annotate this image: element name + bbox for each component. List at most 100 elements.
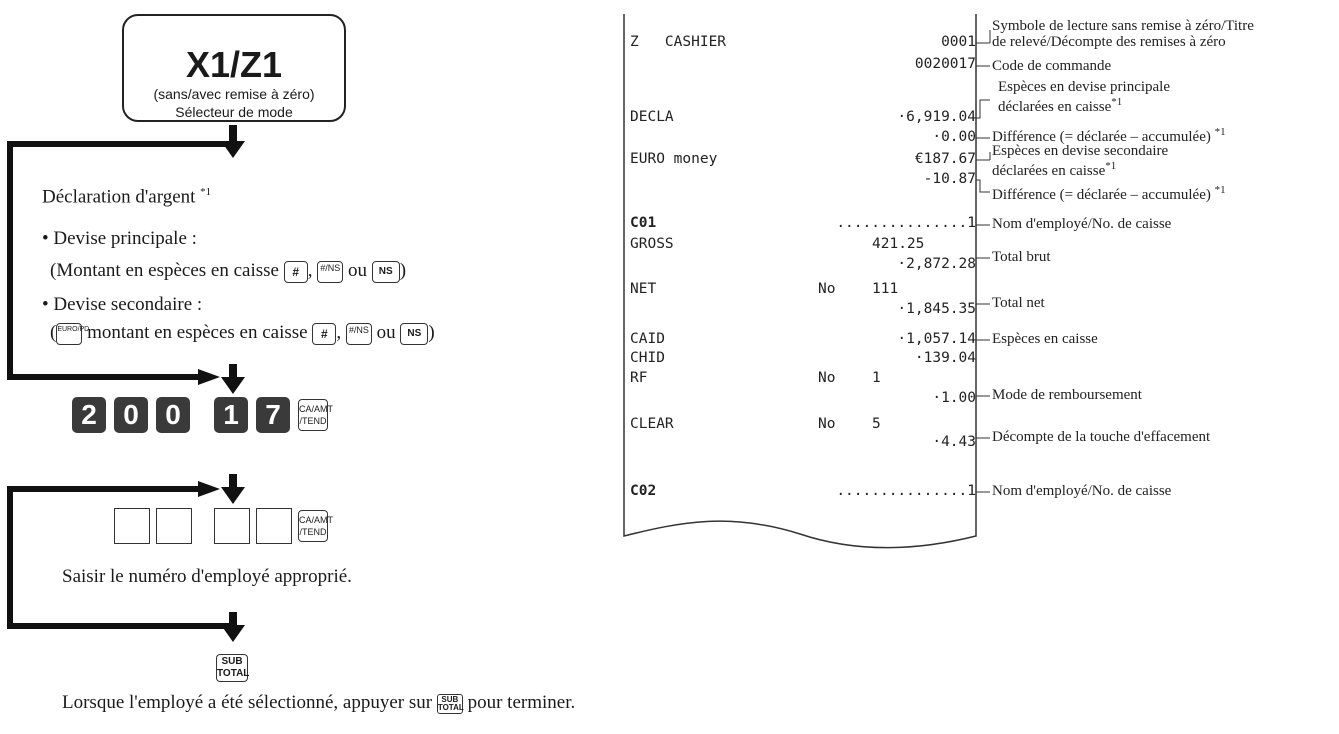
- annotation-reading-symbol-l1: Symbole de lecture sans remise à zéro/Ti…: [992, 18, 1254, 34]
- cash-declaration-text: Déclaration d'argent: [42, 186, 196, 208]
- receipt-paper: [623, 14, 977, 549]
- receipt-gross-count: 421.25: [872, 236, 925, 252]
- ca-amt-tend-key[interactable]: CA/AMT/TEND: [298, 399, 333, 431]
- secondary-detail-close: ): [428, 322, 435, 343]
- subtotal-inline-bottom: TOTAL: [437, 702, 464, 712]
- hash-ns-key-2[interactable]: #/NS: [345, 322, 372, 345]
- annotation-secondary-declared: Espèces en devise secondaire déclarées e…: [992, 144, 1168, 179]
- primary-currency-detail: (Montant en espèces en caisse #, #/NS ou…: [50, 260, 407, 283]
- annotation-secondary-declared-l2: déclarées en caisse: [992, 163, 1106, 179]
- receipt-caid-label: CAID: [630, 331, 665, 347]
- annotation-primary-diff-text: Différence (= déclarée – accumulée): [992, 129, 1211, 145]
- mode-selector-caption-text: Sélecteur de mode: [171, 104, 297, 120]
- hash-key-2[interactable]: #: [312, 322, 337, 345]
- annotation-primary-diff: Différence (= déclarée – accumulée) *1: [992, 126, 1226, 146]
- ca-amt-tend-key-2[interactable]: CA/AMT/TEND: [298, 510, 333, 542]
- finish-text: Lorsque l'employé a été sélectionné, app…: [62, 692, 433, 713]
- footnote-mark-a4: *1: [1214, 126, 1226, 138]
- receipt-net-amount: ·1,845.35: [897, 301, 976, 317]
- receipt-gross-label: GROSS: [630, 236, 674, 252]
- receipt-rf-amount: ·1.00: [932, 390, 976, 406]
- annotation-clear-key-count: Décompte de la touche d'effacement: [992, 429, 1211, 445]
- ns-key-2[interactable]: NS: [400, 322, 429, 345]
- finish-text-end: pour terminer.: [467, 692, 576, 713]
- secondary-detail-or: ou: [376, 322, 396, 343]
- footnote-mark-a5: *1: [1105, 160, 1117, 172]
- digit-key-5[interactable]: 7: [256, 397, 290, 433]
- footnote-mark-a6: *1: [1214, 184, 1226, 196]
- employee-digit-box-1[interactable]: [114, 508, 150, 544]
- receipt-c02-label: C02: [630, 483, 657, 499]
- ca-amt-top: CA/AMT: [299, 404, 334, 414]
- annotation-secondary-diff: Différence (= déclarée – accumulée) *1: [992, 184, 1226, 204]
- ca-amt-bottom-2: /TEND: [299, 527, 327, 537]
- primary-detail-or: ou: [347, 260, 367, 281]
- secondary-detail-text: montant en espèces en caisse: [87, 322, 308, 343]
- receipt-reset-count: 0001: [941, 34, 976, 50]
- receipt-net-no: No: [818, 281, 836, 297]
- employee-digit-box-4[interactable]: [256, 508, 292, 544]
- hash-ns-key[interactable]: #/NS: [317, 260, 344, 283]
- employee-digit-box-3[interactable]: [214, 508, 250, 544]
- euro-pd-top: EURO: [57, 325, 78, 333]
- receipt-clear-label: CLEAR: [630, 416, 674, 432]
- annotation-refund-mode: Mode de remboursement: [992, 387, 1142, 403]
- hash-ns-bottom: NS: [327, 262, 341, 273]
- annotation-gross-total: Total brut: [992, 249, 1051, 265]
- ca-amt-bottom: /TEND: [299, 416, 327, 426]
- cash-declaration-heading: Déclaration d'argent *1: [42, 186, 211, 208]
- receipt-net-count: 111: [872, 281, 899, 297]
- receipt-c01-dots: ...............1: [836, 215, 976, 231]
- receipt-clear-amount: ·4.43: [932, 434, 976, 450]
- digit-key-4[interactable]: 1: [214, 397, 248, 433]
- primary-detail-text: (Montant en espèces en caisse: [50, 260, 279, 281]
- receipt-net-label: NET: [630, 281, 657, 297]
- receipt-clear-no: No: [818, 416, 836, 432]
- secondary-detail-open: (: [50, 322, 57, 343]
- annotation-secondary-declared-l1: Espèces en devise secondaire: [992, 143, 1169, 159]
- primary-detail-close: ): [399, 260, 407, 281]
- receipt-clear-count: 5: [872, 416, 881, 432]
- receipt-gross-amount: ·2,872.28: [897, 256, 976, 272]
- employee-digit-box-2[interactable]: [156, 508, 192, 544]
- footnote-mark: *1: [200, 186, 212, 198]
- annotation-net-total: Total net: [992, 295, 1045, 311]
- ns-key[interactable]: NS: [371, 260, 400, 283]
- receipt-decla-diff: ·0.00: [932, 129, 976, 145]
- annotation-cash-in-drawer: Espèces en caisse: [992, 331, 1098, 347]
- mode-selector-caption: Sélecteur de mode: [122, 104, 346, 120]
- mode-selector-box: [122, 14, 346, 122]
- receipt-decla-value: ·6,919.04: [897, 109, 976, 125]
- annotation-primary-declared-l2: déclarées en caisse: [998, 99, 1112, 115]
- footnote-mark-a3: *1: [1111, 96, 1123, 108]
- receipt-command-code: 0020017: [914, 56, 976, 72]
- receipt-mode-title: Z CASHIER: [630, 34, 727, 50]
- receipt-caid-value: ·1,057.14: [897, 331, 976, 347]
- digit-key-2[interactable]: 0: [114, 397, 148, 433]
- receipt-c01-label: C01: [630, 215, 657, 231]
- receipt-euro-label: EURO money: [630, 151, 718, 167]
- hash-ns-top-2: #: [348, 324, 354, 335]
- secondary-currency-detail: (EURO/PD montant en espèces en caisse #,…: [50, 322, 435, 345]
- annotation-command-code: Code de commande: [992, 58, 1112, 74]
- ca-amt-top-2: CA/AMT: [299, 515, 334, 525]
- digit-key-1[interactable]: 2: [72, 397, 106, 433]
- receipt-decla-label: DECLA: [630, 109, 674, 125]
- receipt-c02-dots: ...............1: [836, 483, 976, 499]
- receipt-euro-value: €187.67: [914, 151, 976, 167]
- euro-pd-key[interactable]: EURO/PD: [56, 322, 89, 345]
- primary-currency-label: • Devise principale :: [42, 228, 197, 249]
- secondary-currency-label: • Devise secondaire :: [42, 294, 203, 315]
- annotation-secondary-diff-text: Différence (= déclarée – accumulée): [992, 187, 1211, 203]
- receipt-rf-label: RF: [630, 370, 648, 386]
- annotation-employee-name-1: Nom d'employé/No. de caisse: [992, 216, 1172, 232]
- annotation-primary-declared: Espèces en devise principale déclarées e…: [998, 80, 1170, 115]
- enter-employee-text: Saisir le numéro d'employé approprié.: [62, 566, 352, 587]
- receipt-chid-label: CHID: [630, 350, 665, 366]
- receipt-rf-count: 1: [872, 370, 881, 386]
- receipt-rf-no: No: [818, 370, 836, 386]
- digit-key-3[interactable]: 0: [156, 397, 190, 433]
- hash-key[interactable]: #: [283, 260, 308, 283]
